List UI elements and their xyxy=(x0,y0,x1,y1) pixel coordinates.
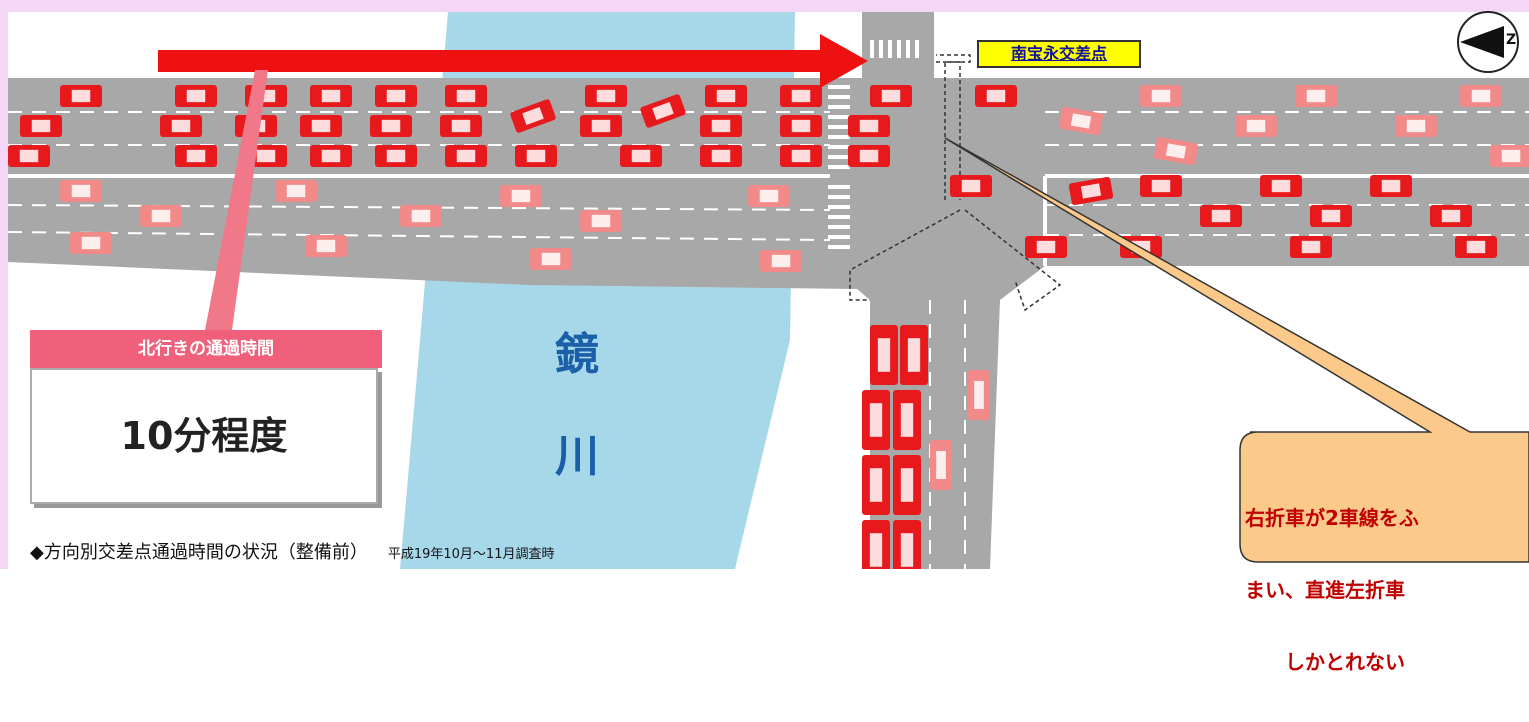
car-congested xyxy=(1068,176,1114,206)
car-congested xyxy=(1430,205,1472,227)
car-congested xyxy=(640,94,686,128)
car-flowing xyxy=(760,250,802,272)
car-congested xyxy=(375,85,417,107)
car-congested xyxy=(1140,175,1182,197)
callout-bubble xyxy=(944,137,1529,563)
car-congested xyxy=(893,390,921,450)
callout-text: 右折車が2車線をふ まい、直進左折車 しかとれない xyxy=(1245,458,1529,722)
car-congested xyxy=(160,115,202,137)
car-congested xyxy=(445,85,487,107)
car-congested xyxy=(900,325,928,385)
car-congested xyxy=(950,175,992,197)
car-flowing xyxy=(1153,136,1199,166)
car-flowing xyxy=(70,232,112,254)
car-congested xyxy=(862,390,890,450)
car-congested xyxy=(370,115,412,137)
car-flowing xyxy=(530,248,572,270)
car-flowing xyxy=(1295,85,1337,107)
car-congested xyxy=(1200,205,1242,227)
car-flowing xyxy=(580,210,622,232)
caption-date: 平成19年10月～11月調査時 xyxy=(387,547,555,562)
car-flowing xyxy=(1235,115,1277,137)
car-congested xyxy=(300,115,342,137)
north-marker-label: Z xyxy=(1506,32,1517,48)
car-congested xyxy=(862,520,890,580)
car-congested xyxy=(1370,175,1412,197)
car-flowing xyxy=(1058,106,1104,136)
north-marker-icon xyxy=(1457,11,1519,73)
cars-flowing xyxy=(60,85,1529,490)
caption: ◆方向別交差点通過時間の状況（整備前） 平成19年10月～11月調査時 xyxy=(30,538,554,564)
caption-main: ◆方向別交差点通過時間の状況（整備前） xyxy=(30,542,368,563)
car-congested xyxy=(780,85,822,107)
car-congested xyxy=(20,115,62,137)
car-flowing xyxy=(140,205,182,227)
car-flowing xyxy=(500,185,542,207)
car-congested xyxy=(975,85,1017,107)
map-canvas xyxy=(0,0,1529,580)
car-congested xyxy=(8,145,50,167)
car-congested xyxy=(585,85,627,107)
car-congested xyxy=(175,85,217,107)
car-congested xyxy=(445,145,487,167)
info-box-header: 北行きの通過時間 xyxy=(30,330,382,368)
car-flowing xyxy=(400,205,442,227)
car-congested xyxy=(620,145,662,167)
car-flowing xyxy=(930,440,952,490)
intersection-diagram: 南宝永交差点 Z 北行きの通過時間 10分程度 鏡 川 ◆方向別交差点通過時間の… xyxy=(0,0,1529,674)
car-congested xyxy=(1290,236,1332,258)
car-flowing xyxy=(275,180,317,202)
car-congested xyxy=(440,115,482,137)
car-congested xyxy=(375,145,417,167)
info-box: 北行きの通過時間 10分程度 xyxy=(30,330,382,508)
car-flowing xyxy=(1140,85,1182,107)
callout-line-3: しかとれない xyxy=(1245,650,1405,674)
car-congested xyxy=(515,145,557,167)
river-label-1: 鏡 xyxy=(555,329,599,380)
car-congested xyxy=(848,145,890,167)
car-congested xyxy=(700,145,742,167)
intersection-name-label: 南宝永交差点 xyxy=(977,40,1141,68)
callout-line-2: まい、直進左折車 xyxy=(1245,578,1405,602)
river-label-2: 川 xyxy=(555,431,599,482)
car-congested xyxy=(1260,175,1302,197)
car-congested xyxy=(893,455,921,515)
car-congested xyxy=(60,85,102,107)
car-congested xyxy=(1025,236,1067,258)
car-flowing xyxy=(305,235,347,257)
car-congested xyxy=(310,145,352,167)
car-congested xyxy=(780,115,822,137)
car-congested xyxy=(893,520,921,580)
northbound-arrow xyxy=(158,34,868,88)
car-congested xyxy=(700,115,742,137)
car-congested xyxy=(862,455,890,515)
car-flowing xyxy=(968,370,990,420)
car-congested xyxy=(1455,236,1497,258)
car-congested xyxy=(780,145,822,167)
car-congested xyxy=(870,85,912,107)
car-flowing xyxy=(1395,115,1437,137)
car-flowing xyxy=(1460,85,1502,107)
car-flowing xyxy=(1490,145,1529,167)
car-congested xyxy=(175,145,217,167)
car-congested xyxy=(310,85,352,107)
car-congested xyxy=(870,325,898,385)
info-box-value: 10分程度 xyxy=(30,368,378,504)
car-congested xyxy=(848,115,890,137)
car-congested xyxy=(705,85,747,107)
car-congested xyxy=(510,99,556,133)
car-flowing xyxy=(748,185,790,207)
info-box-pointer xyxy=(205,70,268,330)
car-flowing xyxy=(60,180,102,202)
car-congested xyxy=(580,115,622,137)
car-congested xyxy=(1310,205,1352,227)
callout-line-1: 右折車が2車線をふ xyxy=(1245,506,1419,530)
